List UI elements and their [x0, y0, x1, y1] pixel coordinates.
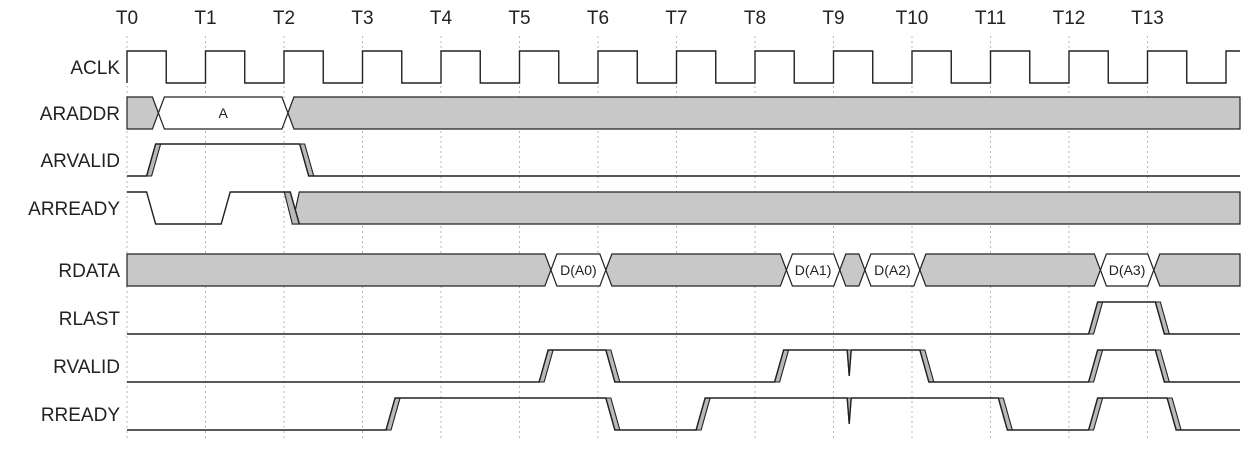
signal-name-aclk: ACLK — [70, 58, 120, 79]
signal-row-aclk — [126, 50, 1240, 84]
signal-name-araddr: ARADDR — [40, 104, 120, 125]
bus-segment — [1153, 253, 1241, 287]
time-label: T11 — [975, 8, 1006, 29]
signal-line — [127, 349, 1240, 383]
signal-name-rready: RREADY — [41, 405, 121, 426]
waveforms: A D(A0) D(A1) D(A2) D(A3) — [126, 50, 1241, 431]
bus-segment — [839, 253, 866, 287]
bus-value-label: A — [218, 105, 228, 121]
signal-row-rvalid — [127, 349, 1240, 383]
signal-name-rvalid: RVALID — [53, 357, 120, 378]
time-label: T3 — [351, 8, 373, 29]
signal-line — [127, 191, 300, 225]
bus-segment — [126, 96, 160, 130]
signal-line — [127, 143, 1240, 177]
time-label: T2 — [273, 8, 295, 29]
signal-line — [127, 397, 1240, 431]
signal-row-rlast — [127, 301, 1240, 335]
signal-name-arvalid: ARVALID — [40, 151, 120, 172]
signal-name-arready: ARREADY — [28, 199, 120, 220]
bus-value-label: D(A3) — [1109, 262, 1146, 278]
time-label: T1 — [194, 8, 216, 29]
time-label: T4 — [430, 8, 453, 29]
signal-row-arvalid — [127, 143, 1240, 177]
time-label: T13 — [1131, 8, 1164, 29]
signal-row-arready — [127, 191, 1241, 225]
signal-row-rready — [127, 397, 1240, 431]
signal-labels: ACLK ARADDR ARVALID ARREADY RDATA RLAST RVALID… — [28, 58, 120, 426]
time-label: T12 — [1053, 8, 1086, 29]
grid-lines — [126, 36, 1148, 440]
bus-segment — [126, 253, 552, 287]
signal-row-rdata: D(A0) D(A1) D(A2) D(A3) — [126, 253, 1241, 287]
dont-care-band — [291, 191, 1241, 225]
time-label: T9 — [822, 8, 844, 29]
bus-segment — [919, 253, 1102, 287]
signal-line — [127, 301, 1240, 335]
time-labels: T0 T1 T2 T3 T4 T5 T6 T7 T8 T9 T10 T11 T12 T13 — [116, 8, 1164, 29]
time-label: T10 — [896, 8, 929, 29]
bus-value-label: D(A2) — [874, 262, 911, 278]
signal-name-rdata: RDATA — [58, 261, 120, 282]
signal-name-rlast: RLAST — [59, 309, 121, 330]
clock-waveform — [126, 50, 1240, 84]
bus-value-label: D(A0) — [560, 262, 597, 278]
time-label: T5 — [508, 8, 530, 29]
bus-segment — [287, 96, 1241, 130]
bus-value-label: D(A1) — [795, 262, 832, 278]
time-label: T8 — [744, 8, 766, 29]
time-label: T0 — [116, 8, 138, 29]
time-label: T6 — [587, 8, 609, 29]
signal-row-araddr: A — [126, 96, 1241, 130]
time-label: T7 — [665, 8, 687, 29]
bus-segment — [605, 253, 788, 287]
